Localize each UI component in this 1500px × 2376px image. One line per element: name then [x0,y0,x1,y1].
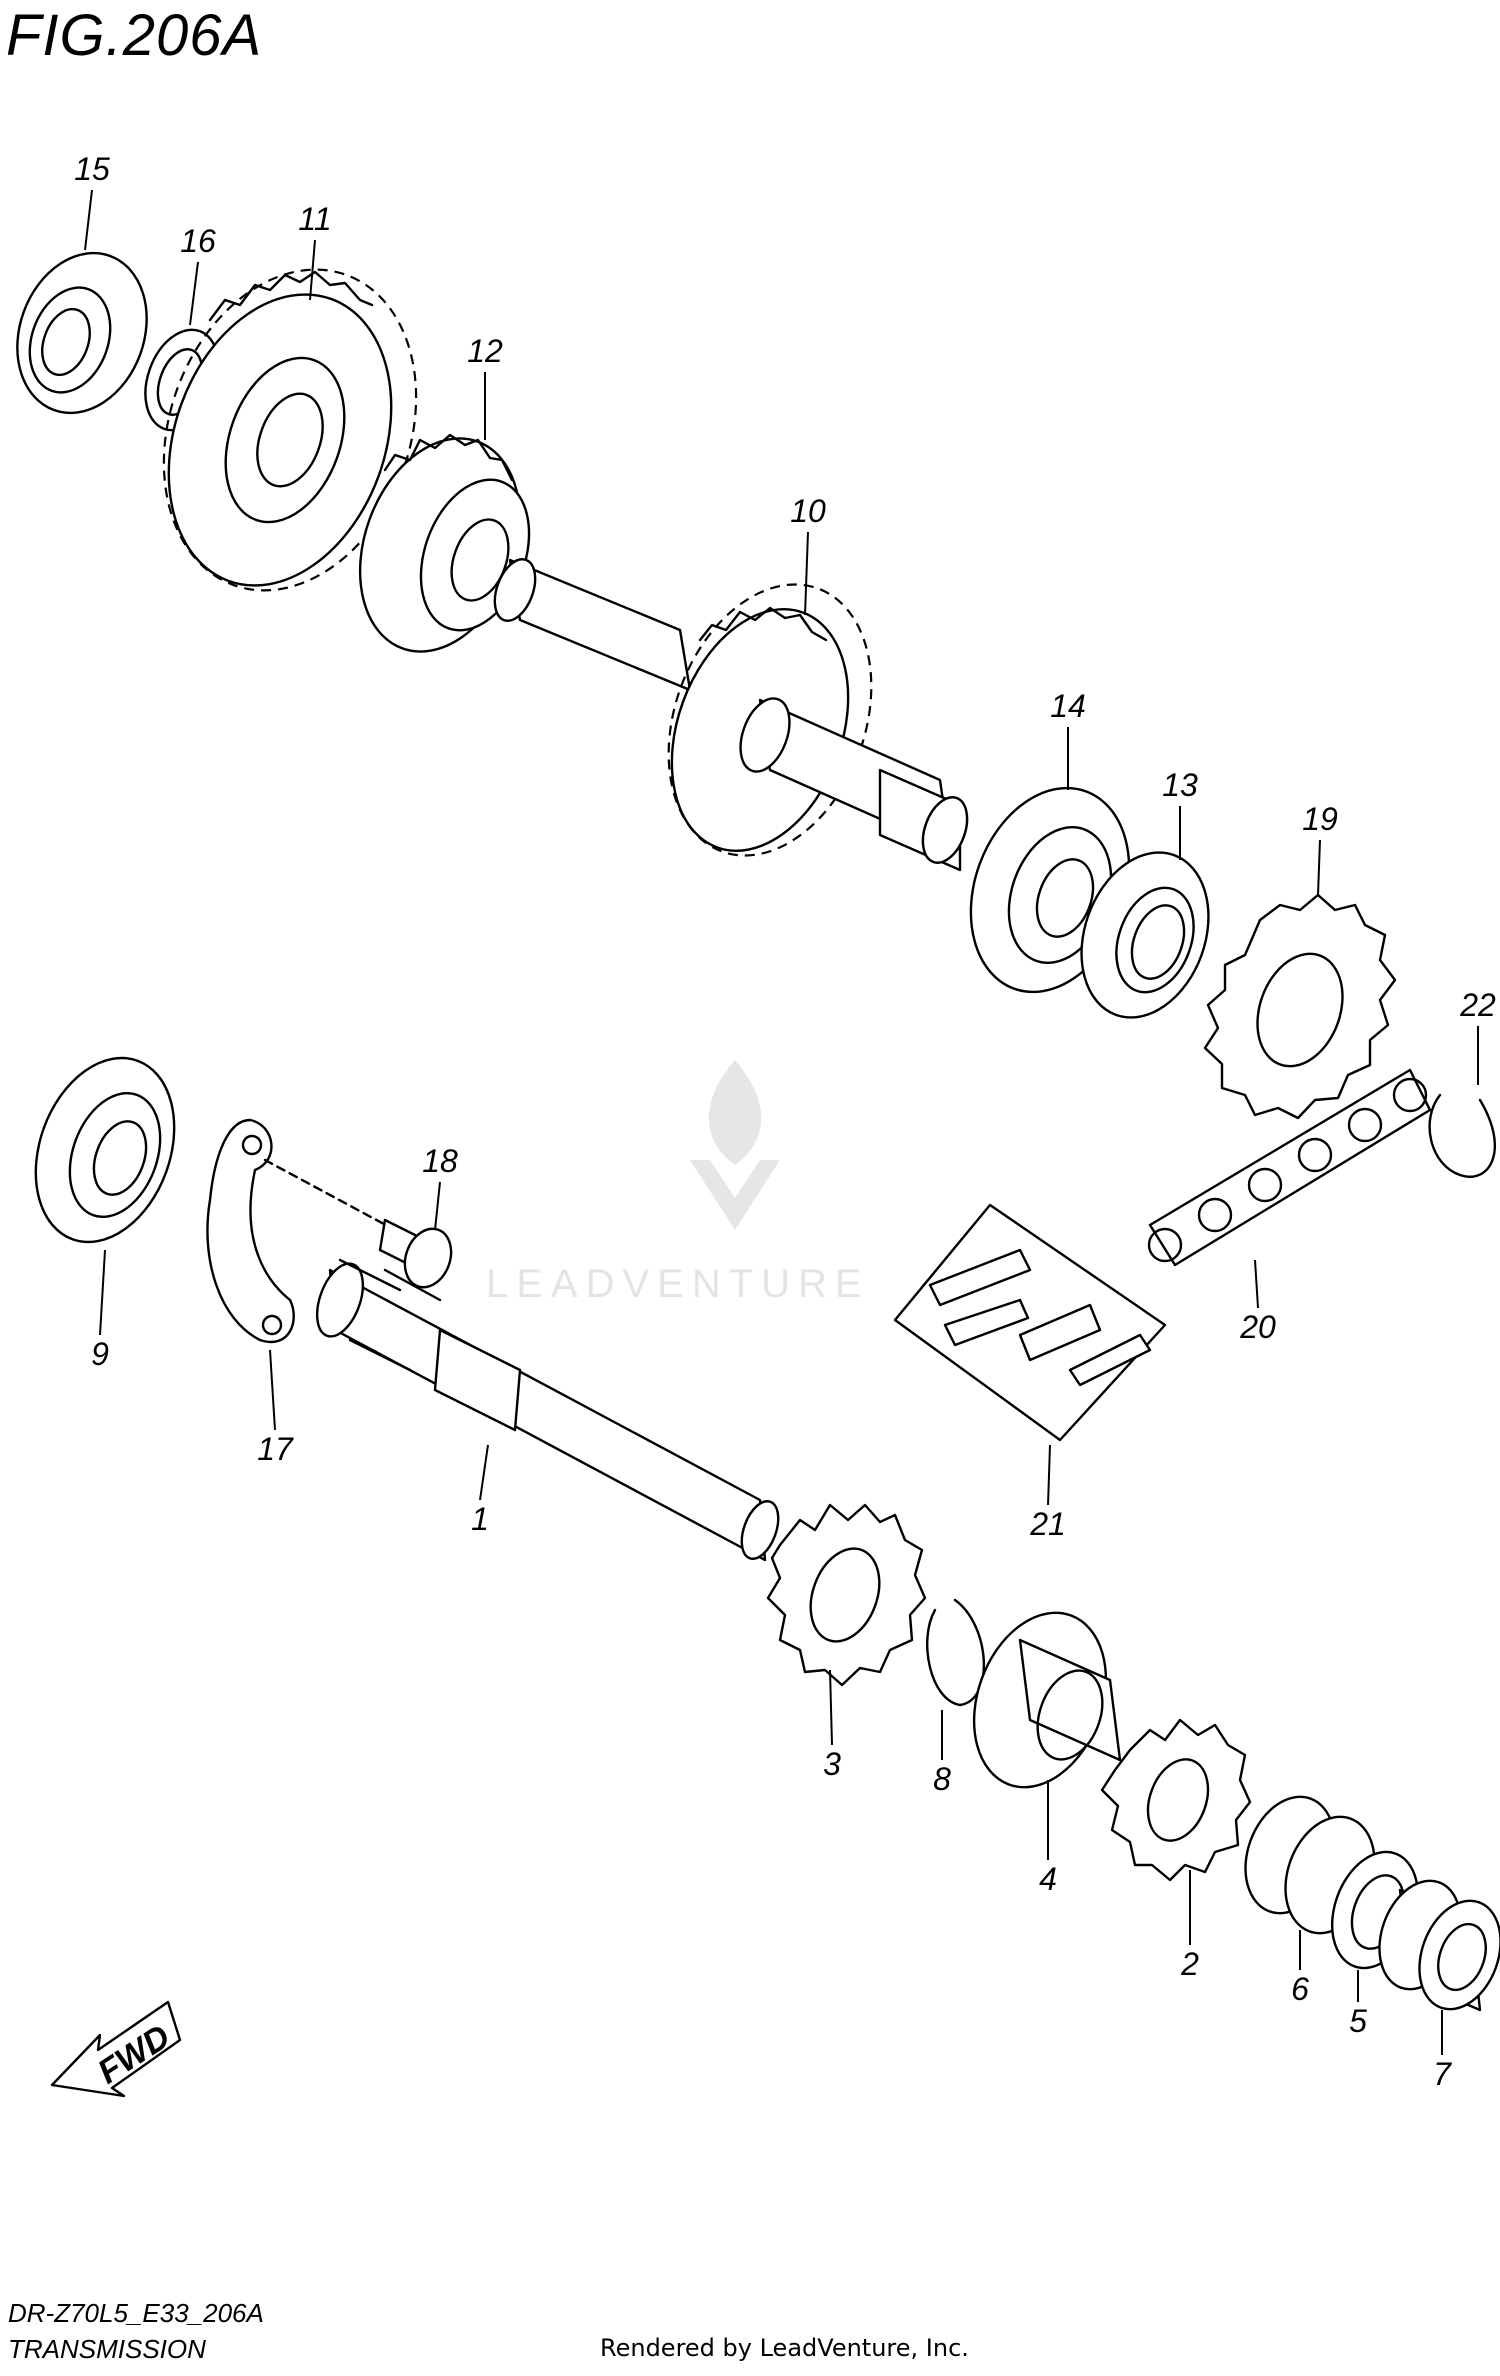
callout-1[interactable]: 1 [471,1501,489,1537]
part-20-drive-chain[interactable] [1147,1068,1432,1267]
part-10-countershaft[interactable] [487,554,975,884]
part-17-bearing-retainer[interactable] [206,1118,295,1344]
part-22-circlip[interactable] [1428,1093,1497,1178]
figure-subtitle: TRANSMISSION [8,2334,206,2364]
callout-leader-3 [829,1669,833,1746]
callout-3[interactable]: 3 [823,1746,841,1782]
callout-leader-18 [434,1181,441,1231]
callout-leader-11 [309,239,316,301]
watermark-logo [690,1060,780,1230]
part-21-master-link[interactable] [893,1203,1167,1442]
callout-13[interactable]: 13 [1162,767,1198,803]
callout-14[interactable]: 14 [1050,688,1086,724]
callout-9[interactable]: 9 [91,1336,109,1372]
part-2-gear[interactable] [1100,1718,1252,1882]
callout-17[interactable]: 17 [257,1431,294,1467]
callout-leader-16 [189,261,199,326]
part-8-circlip[interactable] [926,1598,986,1707]
callout-leader-19 [1317,839,1321,896]
callout-19[interactable]: 19 [1302,801,1338,837]
part-15-bearing[interactable] [0,235,168,432]
callout-10[interactable]: 10 [790,493,826,529]
part-19-sprocket[interactable] [1203,893,1397,1120]
callout-leader-15 [84,189,93,251]
callout-leader-10 [804,531,809,616]
callout-8[interactable]: 8 [933,1761,951,1797]
callout-11[interactable]: 11 [298,201,331,237]
callout-leader-1 [479,1444,489,1501]
callout-2[interactable]: 2 [1180,1946,1199,1982]
callout-18[interactable]: 18 [422,1143,458,1179]
watermark-text: LEADVENTURE [486,1262,870,1306]
fwd-arrow-icon: FWD [50,2000,182,2098]
callout-5[interactable]: 5 [1349,2003,1367,2039]
callout-leader-21 [1047,1444,1051,1506]
part-18-screw[interactable] [263,1158,459,1294]
part-13-oil-seal[interactable] [1060,835,1231,1036]
callout-21[interactable]: 21 [1029,1506,1066,1542]
part-1-main-shaft[interactable] [308,1257,785,1563]
callout-22[interactable]: 22 [1459,987,1496,1023]
callout-leader-9 [99,1249,106,1336]
part-4-gear[interactable] [951,1594,1129,1806]
callout-20[interactable]: 20 [1239,1309,1276,1345]
callout-7[interactable]: 7 [1433,2056,1452,2092]
callout-4[interactable]: 4 [1039,1861,1057,1897]
callout-12[interactable]: 12 [467,333,503,369]
part-9-bearing[interactable] [11,1038,198,1261]
part-7-needle-bearing[interactable] [1365,1869,1500,2020]
callout-6[interactable]: 6 [1291,1971,1309,2007]
part-11-gear[interactable] [121,234,459,626]
part-3-gear[interactable] [766,1503,927,1687]
callout-leader-17 [269,1349,276,1431]
render-credit: Rendered by LeadVenture, Inc. [600,2334,969,2362]
callout-leader-20 [1254,1259,1259,1309]
callout-16[interactable]: 16 [180,223,216,259]
figure-code: DR-Z70L5_E33_206A [8,2298,264,2328]
part-6-bushing[interactable] [1230,1784,1390,1945]
callout-15[interactable]: 15 [74,151,110,187]
figure-title: FIG.206A [6,3,263,68]
